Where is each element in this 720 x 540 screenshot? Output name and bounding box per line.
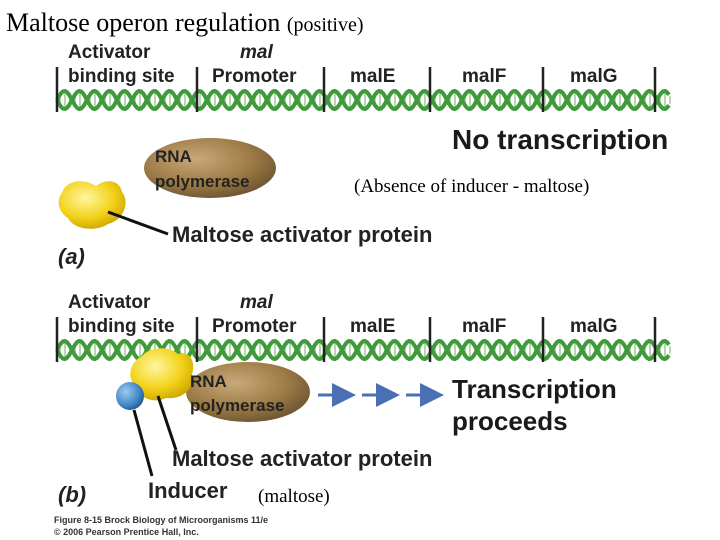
note-absence-inducer: (Absence of inducer - maltose) (354, 176, 590, 197)
rna-polymerase-label-a-line1: RNA (155, 147, 192, 166)
activator-label-b-line2: binding site (68, 316, 175, 337)
activator-protein-label-b: Maltose activator protein (172, 446, 433, 471)
gene-label-a-male: malE (350, 66, 396, 87)
maltose-activator-protein-a (58, 181, 126, 229)
promoter-label-b: Promoter (212, 316, 297, 337)
page-title: Maltose operon regulation (positive) (6, 8, 364, 38)
activator-label-b-line1: Activator (68, 292, 151, 313)
title-suffix: (positive) (286, 14, 364, 36)
gene-label-a-malg: malG (570, 66, 618, 87)
promoter-label-a: Promoter (212, 66, 297, 87)
panel-label-a: (a) (58, 244, 85, 269)
mal-label-b: mal (240, 292, 273, 313)
dna-helix-a (55, 88, 671, 112)
activator-label-a-line2: binding site (68, 66, 175, 87)
figure-credit-line1: Figure 8-15 Brock Biology of Microorgani… (54, 515, 269, 525)
panel-label-b: (b) (58, 482, 87, 507)
inducer-maltose-icon (116, 382, 144, 410)
rna-polymerase-label-b-line2: polymerase (190, 396, 285, 415)
rna-polymerase-b (186, 362, 310, 422)
activator-protein-label-a: Maltose activator protein (172, 222, 433, 247)
activator-label-a-line1: Activator (68, 42, 151, 63)
status-transcription-line2: proceeds (452, 406, 568, 436)
rna-polymerase-a (144, 138, 276, 198)
figure-credit-line2: © 2006 Pearson Prentice Hall, Inc. (54, 527, 199, 537)
gene-boundaries-a (55, 67, 657, 112)
pointer-line-a (107, 210, 169, 236)
pointer-line-inducer-b (132, 409, 154, 477)
rna-polymerase-label-b-line1: RNA (190, 372, 227, 391)
maltose-activator-protein-b (130, 348, 194, 401)
gene-label-a-malf: malF (462, 66, 507, 87)
dna-strand-2 (55, 338, 671, 362)
gene-label-b-malg: malG (570, 316, 618, 337)
mal-label-a: mal (240, 42, 273, 63)
status-transcription-line1: Transcription (452, 374, 617, 404)
gene-label-b-malf: malF (462, 316, 507, 337)
gene-boundaries-b (55, 317, 657, 362)
dna-strand-2 (55, 88, 671, 112)
pointer-line-protein-b (156, 395, 178, 451)
dna-helix-b (55, 338, 671, 362)
status-no-transcription: No transcription (452, 124, 669, 155)
title-main: Maltose operon regulation (6, 8, 281, 37)
rna-polymerase-label-a-line2: polymerase (155, 172, 250, 191)
inducer-note: (maltose) (258, 486, 330, 507)
gene-label-b-male: malE (350, 316, 396, 337)
inducer-label: Inducer (148, 478, 228, 503)
